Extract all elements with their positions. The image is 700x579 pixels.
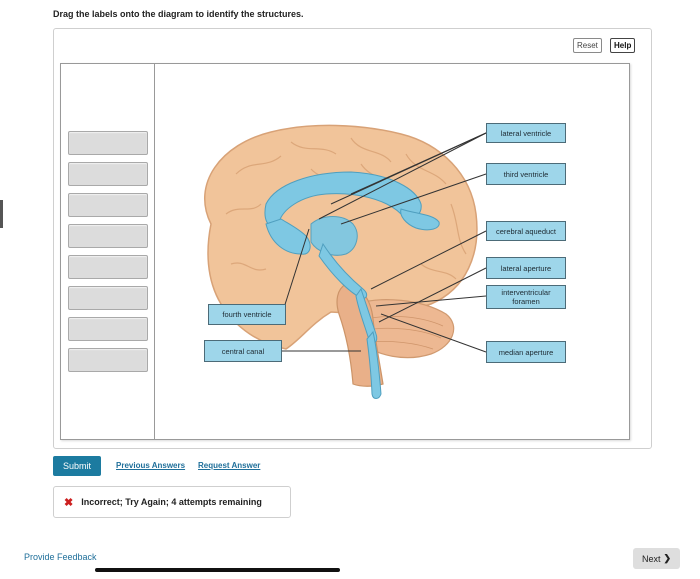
label-tray: [61, 64, 155, 439]
label-cerebral-aqueduct[interactable]: cerebral aqueduct: [486, 221, 566, 241]
next-label: Next: [641, 553, 661, 564]
label-third-ventricle[interactable]: third ventricle: [486, 163, 566, 185]
previous-answers-link[interactable]: Previous Answers: [116, 461, 186, 470]
label-lateral-aperture[interactable]: lateral aperture: [486, 257, 566, 279]
request-answer-link[interactable]: Request Answer: [198, 461, 261, 470]
label-lateral-ventricle[interactable]: lateral ventricle: [486, 123, 566, 143]
label-median-aperture[interactable]: median aperture: [486, 341, 566, 363]
empty-label-slot[interactable]: [68, 255, 148, 279]
empty-label-slot[interactable]: [68, 224, 148, 248]
empty-label-slot[interactable]: [68, 286, 148, 310]
chevron-right-icon: ❯: [663, 553, 672, 563]
provide-feedback-link[interactable]: Provide Feedback: [24, 552, 97, 562]
brain-ventricles-diagram: [204, 124, 487, 399]
empty-label-slot[interactable]: [68, 193, 148, 217]
label-interventricular-line1: interventricular: [501, 288, 551, 297]
label-central-canal[interactable]: central canal: [204, 340, 282, 362]
drag-drop-workarea: lateral ventricle third ventricle cerebr…: [60, 63, 630, 440]
label-fourth-ventricle[interactable]: fourth ventricle: [208, 304, 286, 325]
ventricle-system: [264, 171, 440, 399]
empty-label-slot[interactable]: [68, 317, 148, 341]
label-interventricular-line2: foramen: [512, 297, 540, 306]
next-button[interactable]: Next ❯: [633, 548, 680, 569]
feedback-text: Incorrect; Try Again; 4 attempts remaini…: [81, 497, 262, 507]
submit-button[interactable]: Submit: [53, 456, 101, 476]
horizontal-scrollbar[interactable]: [95, 568, 340, 572]
empty-label-slot[interactable]: [68, 162, 148, 186]
feedback-message-box: ✖ Incorrect; Try Again; 4 attempts remai…: [53, 486, 291, 518]
label-interventricular-foramen[interactable]: interventricular foramen: [486, 285, 566, 309]
reset-button[interactable]: Reset: [573, 38, 602, 53]
instructions-text: Drag the labels onto the diagram to iden…: [53, 9, 304, 19]
help-button[interactable]: Help: [610, 38, 636, 53]
leader-lines: [281, 132, 487, 353]
window-edge-marker: [0, 200, 3, 228]
error-x-icon: ✖: [64, 496, 74, 509]
empty-label-slot[interactable]: [68, 131, 148, 155]
empty-label-slot[interactable]: [68, 348, 148, 372]
